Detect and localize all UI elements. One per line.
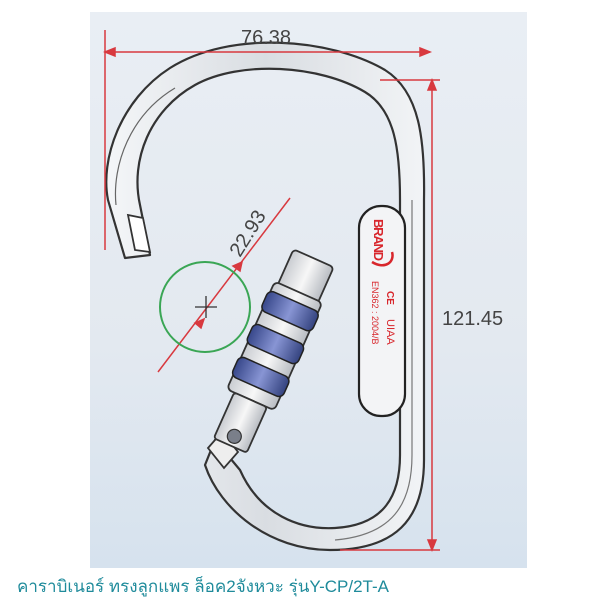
gate-band	[246, 323, 305, 365]
marking-plate: BRAND CE UIAA EN362 : 2004/B	[357, 204, 407, 418]
gate-opening-circle	[159, 261, 251, 353]
product-caption: คาราบิเนอร์ ทรงลูกแพร ล็อค2จังหวะ รุ่นY-…	[17, 577, 389, 596]
locking-gate	[213, 249, 334, 453]
dimension-lines	[102, 30, 440, 553]
uiaa-mark: UIAA	[384, 319, 396, 345]
brand-logo: BRAND	[371, 219, 386, 261]
ce-mark: CE	[384, 291, 395, 305]
standard-mark: EN362 : 2004/B	[370, 281, 380, 345]
height-dimension: 121.45	[442, 308, 503, 330]
width-dimension: 76.38	[241, 27, 291, 49]
center-cross	[195, 296, 217, 318]
gate-opening-dimension: 22.93	[226, 207, 271, 261]
gate-band	[261, 290, 319, 332]
carabiner-body	[105, 41, 426, 552]
gate-band	[231, 356, 290, 398]
